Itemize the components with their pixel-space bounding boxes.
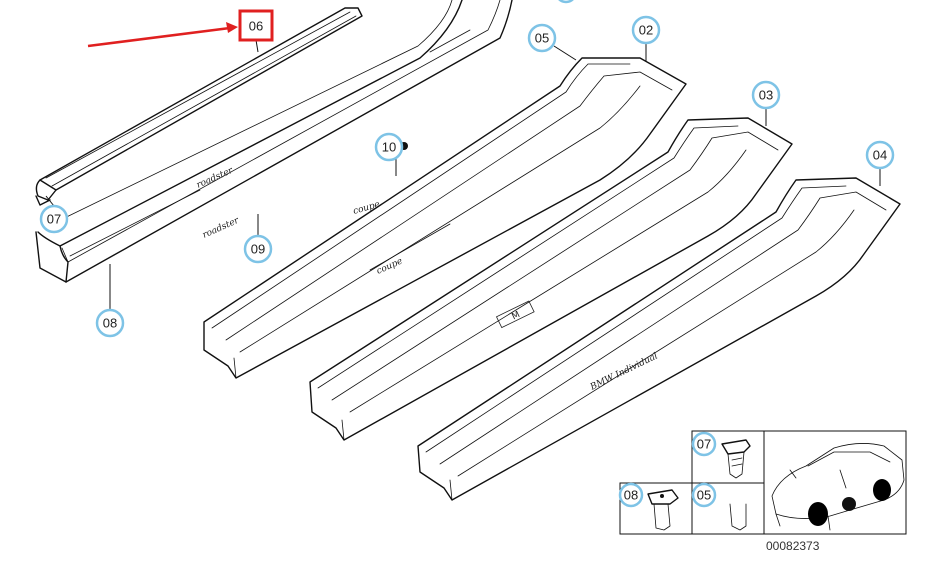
sill-strip-08-part	[35, 0, 513, 283]
location-marker	[842, 497, 856, 511]
car-locator-icon	[771, 443, 905, 531]
coupe-sill-badge: coupe	[375, 256, 404, 276]
highlight-arrow	[87, 22, 238, 48]
svg-text:05: 05	[697, 488, 711, 503]
callout-10[interactable]: 10	[374, 132, 404, 162]
inset-callout-08[interactable]: 08	[618, 482, 644, 508]
clip-05-icon	[729, 503, 747, 531]
highlight-box	[238, 9, 274, 42]
sill-strip-04-part	[417, 177, 901, 501]
clip-07-icon	[721, 439, 751, 479]
svg-text:06: 06	[249, 19, 263, 34]
callout-08[interactable]: 08	[95, 308, 125, 338]
callout-06[interactable]: 06	[245, 15, 267, 37]
roadster-sill-badge: roadster	[195, 166, 235, 191]
callout-partial-top	[558, 0, 574, 4]
svg-text:02: 02	[639, 23, 653, 38]
inset-callout-07[interactable]: 07	[691, 431, 717, 457]
roadster-badge-part: roadster	[201, 216, 241, 241]
inset-callout-05[interactable]: 05	[691, 482, 717, 508]
bmw-individual-badge: BMW Individual	[588, 351, 660, 393]
callout-09[interactable]: 09	[243, 234, 273, 264]
svg-text:03: 03	[759, 88, 773, 103]
svg-text:08: 08	[103, 316, 117, 331]
callout-04[interactable]: 04	[865, 140, 895, 170]
callout-07[interactable]: 07	[39, 204, 69, 234]
callout-03[interactable]: 03	[751, 80, 781, 110]
drawing-number: 00082373	[766, 539, 820, 553]
inset-panel	[619, 430, 907, 535]
sill-strip-03-part	[309, 117, 793, 441]
svg-text:10: 10	[382, 140, 396, 155]
clip-08-icon	[647, 489, 679, 531]
svg-text:05: 05	[535, 31, 549, 46]
leader-lines	[45, 39, 881, 310]
callout-05[interactable]: 05	[527, 23, 557, 53]
seal-strip-part	[35, 7, 363, 206]
svg-text:04: 04	[873, 148, 887, 163]
svg-text:07: 07	[47, 212, 61, 227]
m-logo-badge: M	[495, 300, 535, 329]
svg-text:08: 08	[624, 488, 638, 503]
callout-02[interactable]: 02	[631, 15, 661, 45]
svg-text:09: 09	[251, 242, 265, 257]
svg-text:M: M	[510, 310, 521, 322]
svg-text:07: 07	[697, 437, 711, 452]
sill-strip-02-part	[203, 57, 687, 379]
